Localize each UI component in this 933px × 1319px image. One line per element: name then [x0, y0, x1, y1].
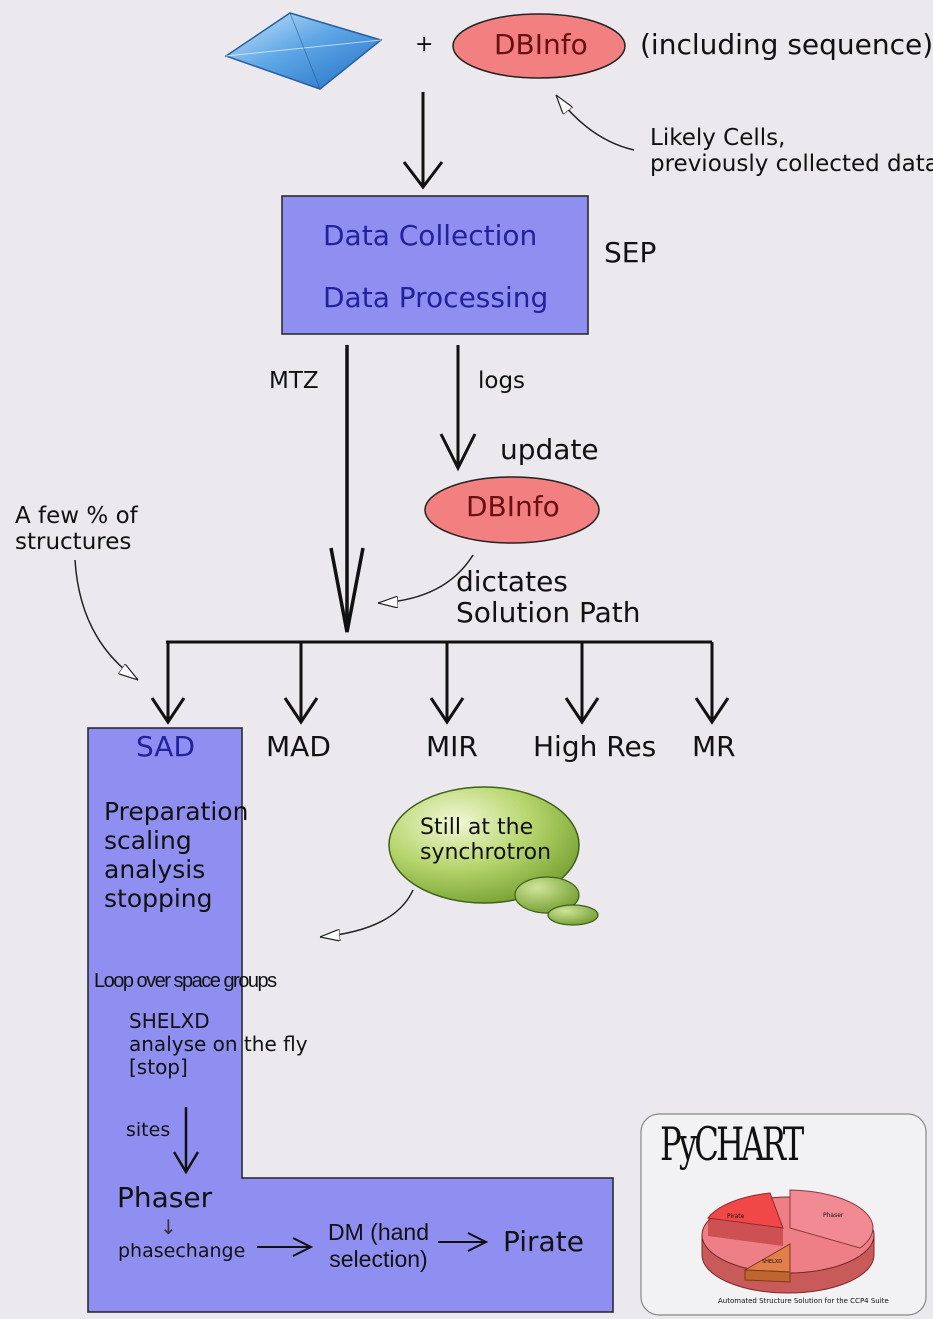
mtz-label: MTZ	[269, 368, 319, 394]
dictates-line-1: dictates	[456, 565, 568, 598]
branch-mir: MIR	[426, 730, 478, 763]
bubble-line-1: Still at the	[420, 815, 534, 840]
sep-label: SEP	[604, 236, 657, 269]
mtz-arrow	[329, 345, 365, 633]
plus-sign: +	[415, 32, 434, 57]
data-processing-label: Data Processing	[323, 281, 549, 314]
shelxd-line-3: [stop]	[129, 1055, 188, 1079]
dbinfo-ellipse-update	[424, 476, 600, 544]
branch-mad: MAD	[266, 730, 331, 763]
dbinfo-top-label: DBInfo	[494, 28, 588, 61]
arrow-to-data-box	[402, 92, 444, 190]
thought-bubble	[388, 786, 580, 904]
logs-arrow	[439, 345, 477, 472]
branch-arrows	[150, 642, 730, 725]
dm-line-1: DM (hand	[328, 1219, 429, 1245]
crystal-icon	[224, 12, 383, 90]
loop-space-groups-label: Loop over space groups	[94, 970, 277, 992]
dictates-line-2: Solution Path	[456, 596, 641, 629]
phasechange-down-arrow: ↓	[160, 1215, 177, 1239]
pirate-arrow	[438, 1232, 489, 1252]
pychart-caption: Automated Structure Solution for the CCP…	[718, 1297, 889, 1305]
thought-bubble-text: Still at the synchrotron	[420, 815, 551, 865]
likely-cells-arrow	[556, 95, 635, 151]
shelxd-line-2: analyse on the fly	[129, 1032, 308, 1056]
dictates-label: dictates Solution Path	[456, 566, 640, 628]
pie-label-phaser: Phaser	[823, 1212, 844, 1219]
dbinfo-update-label: DBInfo	[466, 490, 560, 523]
dictates-arrow	[378, 554, 474, 603]
shelxd-line-1: SHELXD	[129, 1009, 210, 1033]
sites-arrow	[172, 1107, 200, 1175]
dm-hand-selection-label: DM (hand selection)	[328, 1219, 429, 1273]
phaser-label: Phaser	[117, 1181, 213, 1214]
branch-high-res: High Res	[533, 730, 657, 763]
bubble-line-2: synchrotron	[420, 840, 552, 865]
phasechange-label: phasechange	[118, 1240, 246, 1262]
sites-label: sites	[126, 1119, 171, 1141]
thought-bubble-small	[514, 876, 580, 914]
synchrotron-arrow	[320, 889, 414, 937]
shelxd-block: SHELXD analyse on the fly [stop]	[129, 1010, 308, 1079]
sad-box	[87, 727, 614, 1313]
thought-bubble-tiny	[547, 904, 599, 926]
dm-line-2: selection)	[329, 1246, 428, 1272]
dm-arrow	[257, 1237, 314, 1257]
sad-prep-line-3: analysis	[104, 855, 206, 884]
pie-label-shelxd: SHELXD	[762, 1259, 783, 1265]
data-collection-label: Data Collection	[323, 219, 538, 252]
pychart-logo: PyCHART	[660, 1117, 804, 1171]
sad-preparation-list: Preparation scaling analysis stopping	[104, 797, 248, 913]
dbinfo-ellipse-top	[452, 13, 626, 79]
few-percent-label: A few % of structures	[15, 503, 138, 555]
pie-label-pirate: Pirate	[727, 1213, 745, 1220]
including-sequence-label: (including sequence)	[640, 28, 933, 61]
few-percent-line-2: structures	[15, 529, 132, 555]
likely-cells-line-1: Likely Cells,	[650, 125, 786, 151]
branch-mr: MR	[692, 730, 736, 763]
pirate-label: Pirate	[503, 1225, 584, 1258]
pie-chart-icon	[701, 1189, 875, 1294]
sad-prep-line-4: stopping	[104, 884, 213, 913]
branch-sad: SAD	[136, 730, 196, 763]
few-percent-line-1: A few % of	[15, 503, 138, 529]
likely-cells-label: Likely Cells, previously collected data	[650, 125, 933, 177]
logs-label: logs	[478, 368, 526, 394]
update-label: update	[500, 433, 599, 466]
likely-cells-line-2: previously collected data	[650, 151, 933, 177]
few-percent-arrow	[74, 559, 138, 680]
sad-prep-line-2: scaling	[104, 826, 192, 855]
data-collection-box	[281, 195, 589, 335]
sad-prep-line-1: Preparation	[104, 797, 249, 826]
